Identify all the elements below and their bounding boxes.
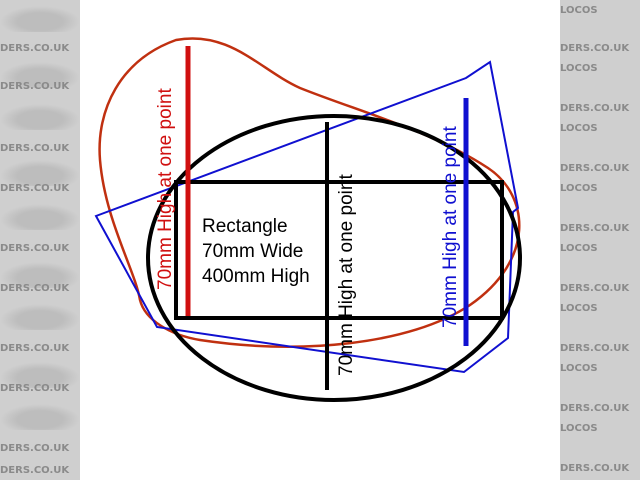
- watermark-row: LOCOS: [560, 423, 598, 434]
- watermark-row: LOCOS: [560, 363, 598, 374]
- watermark-row: DERS.CO.UK: [560, 283, 630, 294]
- rectangle-shape: [174, 180, 504, 320]
- watermark-row: DERS.CO.UK: [0, 243, 70, 254]
- watermark-row: DERS.CO.UK: [0, 383, 70, 394]
- watermark-logo: [0, 160, 80, 186]
- watermark-row: DERS.CO.UK: [560, 403, 630, 414]
- red-outline-shape: [98, 37, 521, 348]
- watermark-row: DERS.CO.UK: [0, 183, 70, 194]
- watermark-row: DERS.CO.UK: [0, 443, 70, 454]
- watermark-strip-right: LOCOS DERS.CO.UK LOCOS DERS.CO.UK LOCOS …: [560, 0, 640, 480]
- watermark-row: DERS.CO.UK: [560, 103, 630, 114]
- watermark-logo: [0, 304, 80, 330]
- watermark-row: DERS.CO.UK: [560, 343, 630, 354]
- rectangle-label-line3: 400mm High: [202, 266, 310, 287]
- watermark-logo: [0, 6, 80, 32]
- watermark-row: LOCOS: [560, 123, 598, 134]
- watermark-row: DERS.CO.UK: [560, 223, 630, 234]
- watermark-row: LOCOS: [560, 63, 598, 74]
- watermark-logo: [0, 104, 80, 130]
- watermark-logo: [0, 204, 80, 230]
- watermark-logo: [0, 262, 80, 288]
- watermark-row: DERS.CO.UK: [0, 43, 70, 54]
- watermark-row: DERS.CO.UK: [0, 343, 70, 354]
- watermark-row: LOCOS: [560, 183, 598, 194]
- watermark-row: LOCOS: [560, 243, 598, 254]
- watermark-logo: [0, 362, 80, 388]
- watermark-row: LOCOS: [560, 5, 598, 16]
- blue-outline-shape: [94, 60, 520, 374]
- rectangle-label-line2: 70mm Wide: [202, 241, 303, 262]
- rectangle-label-line1: Rectangle: [202, 216, 288, 237]
- watermark-row: DERS.CO.UK: [560, 163, 630, 174]
- watermark-row: DERS.CO.UK: [0, 143, 70, 154]
- watermark-logo: [0, 62, 80, 88]
- watermark-strip-left: DERS.CO.UK DERS.CO.UK DERS.CO.UK DERS.CO…: [0, 0, 80, 480]
- blue-vertical-label: 70mm High at one point: [440, 126, 461, 328]
- watermark-row: DERS.CO.UK: [560, 463, 630, 474]
- black-ellipse: [146, 114, 522, 402]
- red-vertical-label: 70mm High at one point: [155, 88, 176, 290]
- watermark-row: LOCOS: [560, 303, 598, 314]
- watermark-row: DERS.CO.UK: [560, 43, 630, 54]
- watermark-logo: [0, 404, 80, 430]
- watermark-row: DERS.CO.UK: [0, 81, 70, 92]
- black-vertical-label: 70mm High at one point: [336, 174, 357, 376]
- watermark-row: DERS.CO.UK: [0, 283, 70, 294]
- watermark-row: DERS.CO.UK: [0, 465, 70, 476]
